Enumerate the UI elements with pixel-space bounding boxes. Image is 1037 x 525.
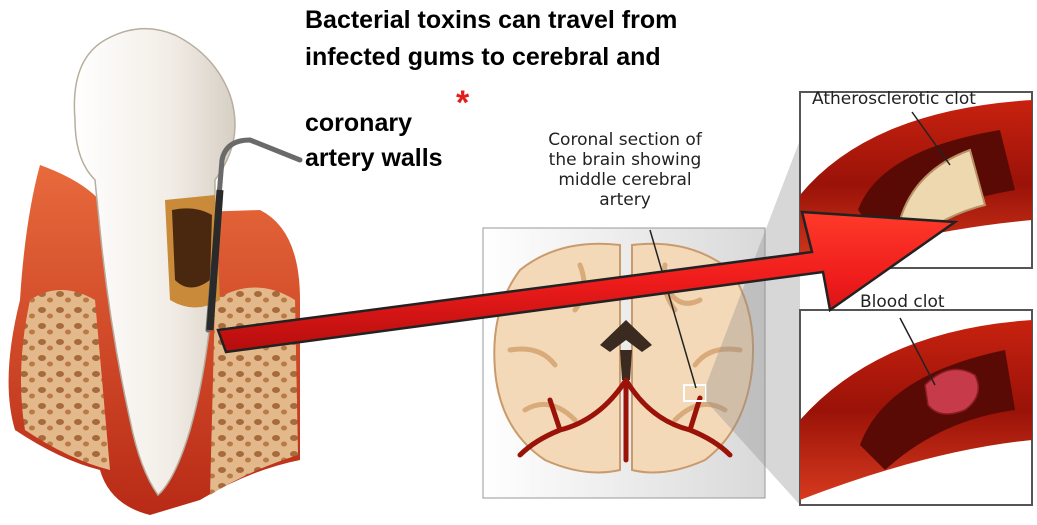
decay-cavity xyxy=(172,208,212,287)
asterisk-marker: * xyxy=(456,86,469,120)
headline-line-1: Bacterial toxins can travel from xyxy=(305,5,677,36)
headline-line-2: infected gums to cerebral and xyxy=(305,42,661,73)
headline-line-3: coronary xyxy=(305,108,412,139)
brain-caption-line-1: Coronal section of xyxy=(490,130,760,150)
headline-line-4: artery walls xyxy=(305,143,443,174)
blood-clot-panel xyxy=(800,310,1032,505)
brain-caption: Coronal section of the brain showing mid… xyxy=(490,130,760,210)
brain-caption-line-4: artery xyxy=(490,190,760,210)
blood-clot-label: Blood clot xyxy=(860,292,945,312)
brain-caption-line-3: middle cerebral xyxy=(490,170,760,190)
brain-caption-line-2: the brain showing xyxy=(490,150,760,170)
atherosclerotic-clot-label: Atherosclerotic clot xyxy=(812,89,976,109)
alveolar-bone-right xyxy=(210,288,298,496)
tooth-illustration xyxy=(9,29,300,515)
